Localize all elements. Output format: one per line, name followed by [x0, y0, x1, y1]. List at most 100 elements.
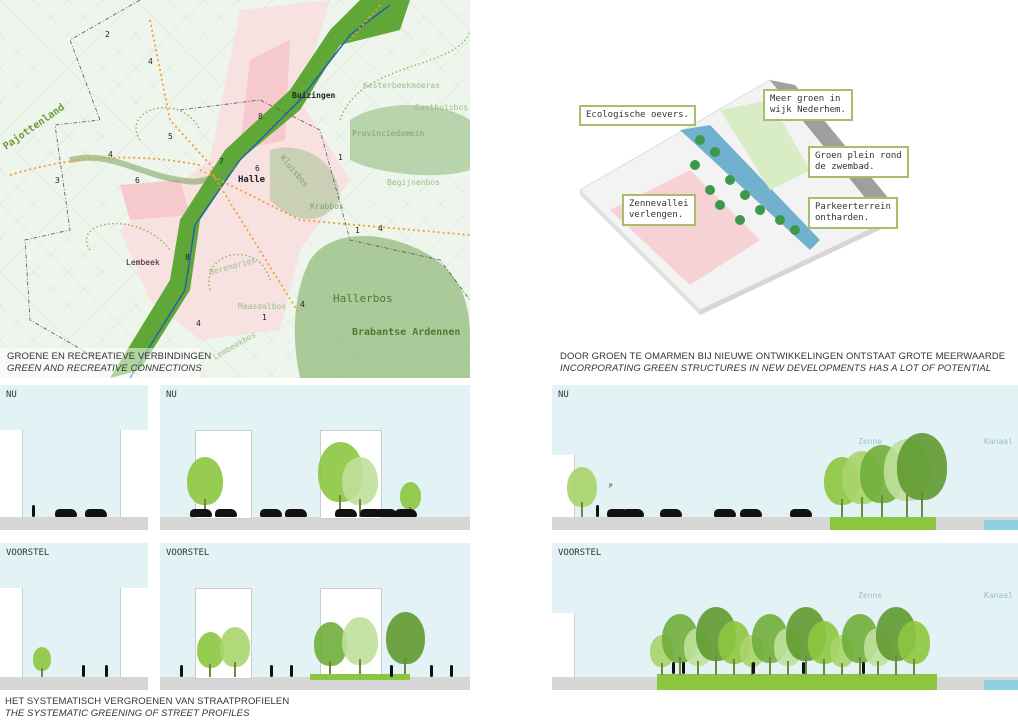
map-number: 7	[219, 157, 224, 166]
tree-trunk	[805, 654, 807, 675]
place-lembeek: Lembeek	[126, 258, 160, 267]
tree-icon	[187, 457, 223, 505]
tree-trunk	[841, 663, 843, 675]
tree-trunk	[895, 654, 897, 675]
tree-trunk	[906, 493, 908, 517]
map-number: 6	[135, 176, 140, 185]
section-1-now: NU	[0, 385, 148, 530]
tree-trunk	[769, 656, 771, 675]
map-caption-en: GREEN AND RECREATIVE CONNECTIONS	[7, 363, 202, 374]
map-number: 5	[168, 132, 173, 141]
car-icon	[375, 509, 397, 517]
map-number: 1	[262, 313, 267, 322]
person-icon	[32, 505, 35, 517]
callout-nederhem: Meer groen in wijk Nederhem.	[763, 89, 853, 121]
tree-icon	[220, 627, 250, 667]
place-provinciedomein: Provinciedomein	[352, 129, 424, 138]
tree-trunk	[234, 662, 236, 677]
canal	[984, 520, 1018, 530]
zenne-river	[129, 4, 391, 378]
tree-trunk	[861, 497, 863, 517]
map-number: 4	[196, 319, 201, 328]
building-left	[0, 430, 23, 517]
section-1-proposal: VOORSTEL	[0, 543, 148, 690]
tree-trunk	[877, 660, 879, 675]
person-icon	[430, 665, 433, 677]
tree-icon	[342, 617, 378, 665]
tree-icon	[196, 632, 224, 668]
tree-icon	[342, 457, 378, 505]
tree-trunk	[204, 499, 206, 517]
map-number: 4	[378, 224, 383, 233]
building-right	[120, 588, 148, 677]
panel-label: VOORSTEL	[558, 548, 602, 558]
iso-caption-en: INCORPORATING GREEN STRUCTURES IN NEW DE…	[560, 363, 992, 374]
place-maasdalbos: Maasdalbos	[238, 302, 286, 311]
map-caption: GROENE EN RECREATIEVE VERBINDINGEN GREEN…	[7, 351, 211, 375]
panel-label: NU	[6, 390, 17, 400]
tree-icon	[896, 433, 948, 501]
tree-trunk	[661, 663, 663, 675]
tree-trunk	[881, 495, 883, 517]
place-brabantse-ardennen: Brabantse Ardennen	[352, 327, 460, 338]
map-number: 1	[338, 153, 343, 162]
green-connections-map: Pajottenland Buizingen Halle Lembeek Hal…	[0, 0, 470, 378]
building-left	[0, 588, 23, 677]
forest-hallerbos	[294, 236, 470, 378]
panel-label: NU	[166, 390, 177, 400]
iso-caption: DOOR GROEN TE OMARMEN BIJ NIEUWE ONTWIKK…	[560, 351, 1005, 375]
person-icon	[596, 505, 599, 517]
person-icon	[802, 662, 805, 674]
section-3-proposal: VOORSTEL Zenne Kanaal	[552, 543, 1018, 690]
person-icon	[390, 665, 393, 677]
callout-groen-plein: Groen plein rond de zwembad.	[808, 146, 909, 178]
map-number: 4	[148, 57, 153, 66]
urban-area	[120, 180, 190, 220]
person-icon	[290, 665, 293, 677]
tree-trunk	[715, 654, 717, 675]
tree-icon	[33, 647, 51, 671]
place-krabbos: Krabbos	[310, 202, 344, 211]
ground	[160, 517, 470, 530]
tree-trunk	[913, 658, 915, 675]
tree-icon	[567, 467, 597, 507]
map-number: 8	[258, 112, 263, 121]
map-number: 8	[185, 253, 190, 262]
section-3-now: NU Zenne Kanaal P	[552, 385, 1018, 530]
map-number: 3	[55, 176, 60, 185]
map-number: 1	[355, 226, 360, 235]
park	[657, 674, 937, 690]
tree-trunk	[41, 668, 43, 677]
panel-label: VOORSTEL	[166, 548, 210, 558]
map-number: 6	[255, 164, 260, 173]
person-icon	[270, 665, 273, 677]
person-icon	[672, 662, 675, 674]
tree-trunk	[209, 663, 211, 677]
ground	[0, 677, 148, 690]
car-icon	[55, 509, 77, 517]
recreational-route	[9, 4, 470, 316]
zenne-river-corridor	[110, 0, 410, 378]
map-number: 4	[108, 150, 113, 159]
tree-trunk	[787, 660, 789, 675]
car-icon	[622, 509, 644, 517]
forest-krabbos	[270, 147, 340, 219]
iso-caption-nl: DOOR GROEN TE OMARMEN BIJ NIEUWE ONTWIKK…	[560, 351, 1006, 362]
car-icon	[335, 509, 357, 517]
tree-trunk	[329, 660, 331, 677]
tree-icon	[313, 622, 347, 666]
ground	[552, 517, 1018, 530]
callout-zennevallei: Zennevallei verlengen.	[622, 194, 696, 226]
car-icon	[607, 509, 629, 517]
place-buizingen: Buizingen	[292, 90, 336, 100]
person-icon	[752, 662, 755, 674]
panel-label: VOORSTEL	[6, 548, 50, 558]
person-icon	[862, 662, 865, 674]
car-icon	[714, 509, 736, 517]
section-2-proposal: VOORSTEL	[160, 543, 470, 690]
callout-ecologische-oevers: Ecologische oevers.	[579, 105, 696, 126]
sections-caption: HET SYSTEMATISCH VERGROENEN VAN STRAATPR…	[5, 696, 289, 720]
place-kesterbeekmoeras: Kesterbeekmoeras	[363, 81, 440, 90]
tree-trunk	[359, 499, 361, 517]
ground	[160, 677, 470, 690]
